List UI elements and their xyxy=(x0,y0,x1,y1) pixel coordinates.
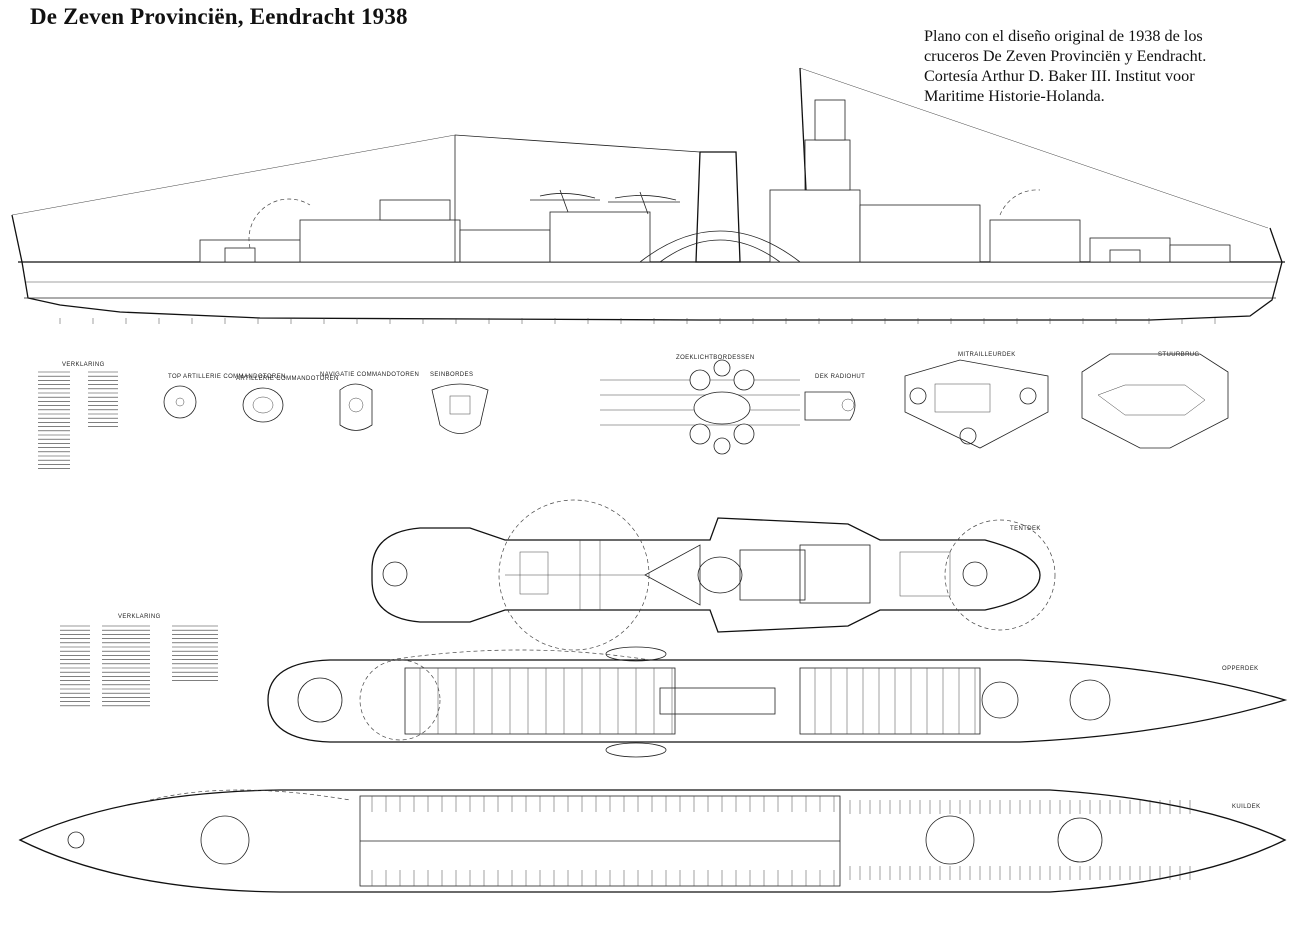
aircraft xyxy=(608,191,680,215)
gun-turret xyxy=(1057,817,1103,863)
legend-heading: VERKLARING xyxy=(118,614,161,620)
frame-ticks xyxy=(59,318,1216,324)
caption-line: cruceros De Zeven Provinciën y Eendracht… xyxy=(924,47,1207,65)
top-artillery-tower xyxy=(163,385,197,419)
searchlight-label: ZOEKLICHTBORDESSEN xyxy=(676,355,755,361)
top-artillery-label: TOP ARTILLERIE COMMANDOTOREN xyxy=(168,374,286,380)
upper-deck-outline xyxy=(267,659,1288,743)
catapult xyxy=(644,544,701,606)
signal-platform xyxy=(431,383,489,434)
legend-list xyxy=(60,625,218,707)
steering-bridge xyxy=(1081,353,1229,449)
upper-deck-label: OPPERDEK xyxy=(1222,666,1259,672)
legend-heading: VERKLARING xyxy=(62,362,105,368)
boat xyxy=(605,742,667,758)
gun-turret xyxy=(224,247,256,263)
signal-label: SEINBORDES xyxy=(430,372,473,378)
caption-line: Maritime Historie-Holanda. xyxy=(924,87,1105,105)
tent-deck-label: TENTDEK xyxy=(1010,526,1041,532)
navigation-tower xyxy=(339,383,373,431)
gun-turret xyxy=(962,561,988,587)
machinegun-deck xyxy=(904,359,1049,449)
artillery-tower xyxy=(242,387,284,423)
side-profile xyxy=(11,67,1285,324)
gun-turret xyxy=(1069,679,1111,721)
aircraft xyxy=(530,189,600,213)
hull-profile xyxy=(11,214,1283,321)
caption-line: Plano con el diseño original de 1938 de … xyxy=(924,27,1203,45)
caption: Plano con el diseño original de 1938 de … xyxy=(924,26,1280,106)
radio-hut xyxy=(804,391,856,421)
radio-hut-label: DEK RADIOHUT xyxy=(815,374,865,380)
gun-turret xyxy=(981,681,1019,719)
foremast xyxy=(799,67,807,191)
gun-turret xyxy=(200,815,250,865)
boat xyxy=(605,646,667,662)
artillery-label: ARTILLERIE COMMANDOTOREN xyxy=(236,376,339,382)
gun-turret xyxy=(925,815,975,865)
upper-deck-plan: OPPERDEK xyxy=(267,646,1288,758)
tent-deck-plan: TENTDEK xyxy=(371,499,1056,651)
steering-label: STUURBRUG xyxy=(1158,352,1200,358)
navigation-label: NAVIGATIE COMMANDOTOREN xyxy=(320,372,419,378)
legend-block-2: VERKLARING xyxy=(60,614,218,707)
hold-deck-label: KUILDEK xyxy=(1232,804,1260,810)
funnel xyxy=(695,151,741,263)
tent-deck-outline xyxy=(371,517,1041,633)
machinegun-deck-label: MITRAILLEURDEK xyxy=(958,352,1016,358)
hold-deck-plan: KUILDEK xyxy=(18,789,1287,893)
detail-row: VERKLARING TOP ARTILLERIE COMMANDOTOREN … xyxy=(38,352,1229,469)
page-title: De Zeven Provinciën, Eendracht 1938 xyxy=(30,4,408,29)
gun-turret xyxy=(1109,249,1141,263)
searchlight-platform xyxy=(693,391,751,425)
caption-line: Cortesía Arthur D. Baker III. Institut v… xyxy=(924,67,1195,85)
hold-deck-outline xyxy=(18,789,1287,893)
gun-turret xyxy=(297,677,343,723)
gun-turret xyxy=(382,561,408,587)
legend-list xyxy=(38,371,118,469)
